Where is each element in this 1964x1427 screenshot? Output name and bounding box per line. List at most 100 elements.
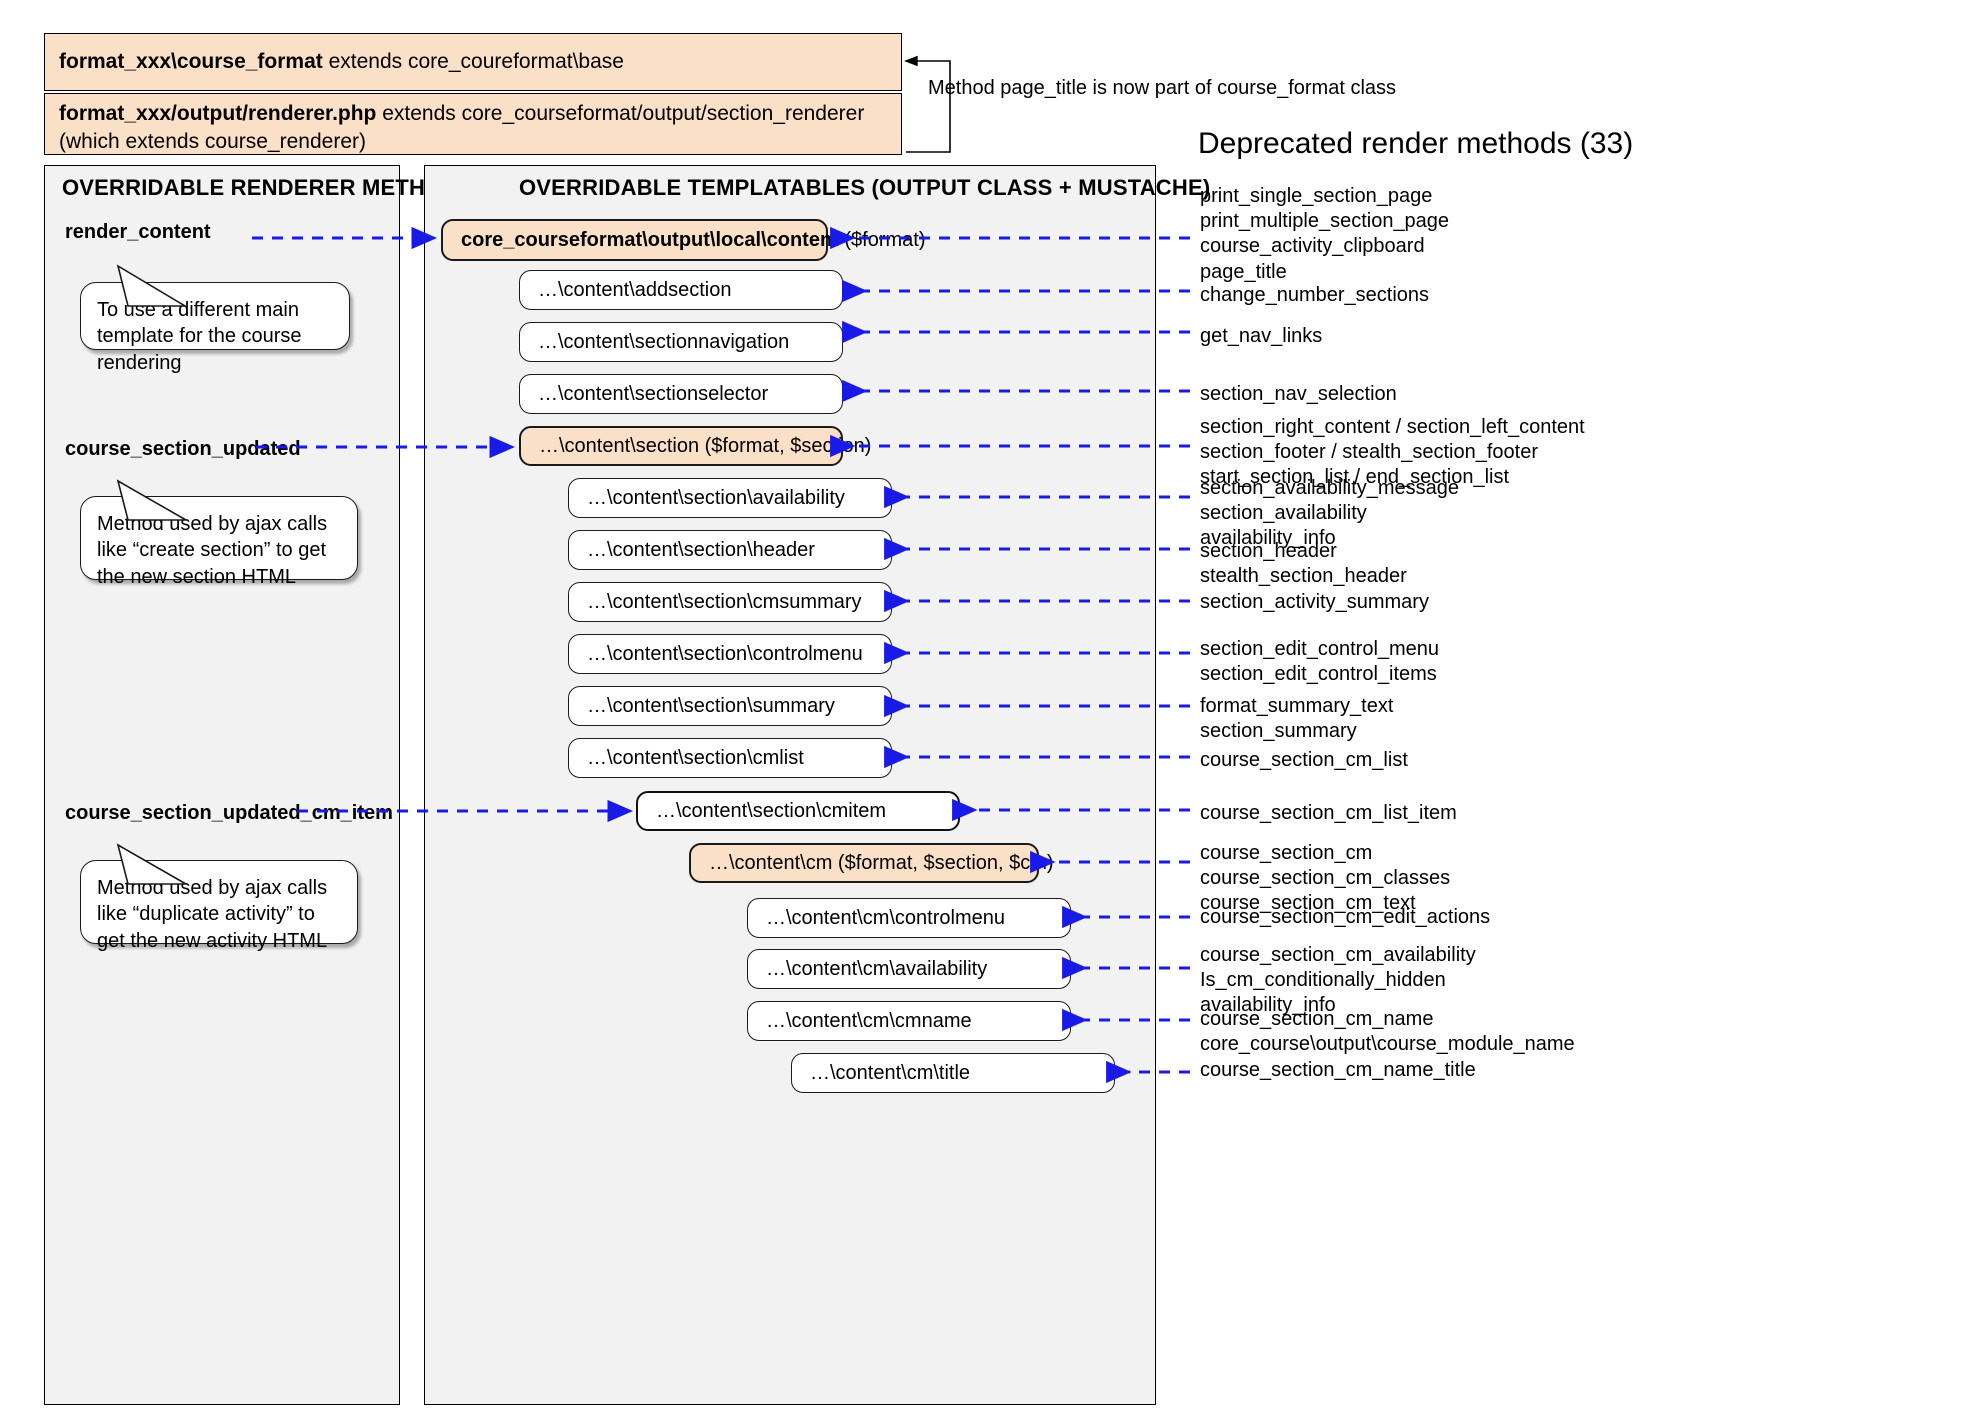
deprecated-14-line-0: course_section_cm_availability [1200, 944, 1476, 966]
deprecated-12-line-2: course_section_cm_text [1200, 892, 1416, 915]
callout-1-text: Method used by ajax calls like “create s… [97, 513, 328, 588]
templatable-cm-availability[interactable]: …\content\cm\availability [747, 949, 1071, 989]
panel-left-title: OVERRIDABLE RENDERER METHODS [62, 175, 474, 200]
deprecated-12-line-1: course_section_cm_classes [1200, 867, 1451, 890]
templatable-section-controlmenu[interactable]: …\content\section\controlmenu [568, 634, 892, 674]
templatable-12-label: …\content\cm ($format, $section, $cm) [709, 851, 1054, 874]
deprecated-4-line-2: start_section_list / end_section_list [1200, 466, 1510, 489]
deprecated-9-line-1: section_summary [1200, 720, 1357, 743]
deprecated-group-9: format_summary_text section_summary [1200, 694, 1393, 744]
templatable-section-cmlist[interactable]: …\content\section\cmlist [568, 738, 892, 778]
deprecated-0-line-1: print_multiple_section_page [1200, 210, 1450, 233]
templatable-section-availability[interactable]: …\content\section\availability [568, 478, 892, 518]
deprecated-group-11: course_section_cm_list_item [1200, 801, 1457, 826]
deprecated-group-10: course_section_cm_list [1200, 748, 1408, 773]
templatable-cm-controlmenu[interactable]: …\content\cm\controlmenu [747, 898, 1071, 938]
deprecated-16-line-0: course_section_cm_name_title [1200, 1059, 1476, 1081]
templatable-4-label: …\content\section ($format, $section) [539, 434, 872, 457]
header-box2-rest: extends core_courseformat/output/section… [59, 102, 865, 154]
templatable-cm[interactable]: …\content\cm ($format, $section, $cm) [689, 843, 1054, 883]
deprecated-group-13: course_section_cm_edit_actions [1200, 905, 1490, 930]
header-box1-bold: format_xxx\course_format [59, 49, 323, 73]
templatable-3-label: …\content\sectionselector [538, 382, 769, 405]
templatable-1-label: …\content\addsection [538, 278, 732, 301]
renderer-method-render-content[interactable]: render_content [65, 221, 211, 243]
templatable-7-label: …\content\section\cmsummary [587, 590, 862, 613]
deprecated-10-line-0: course_section_cm_list [1200, 749, 1408, 771]
header-box1-rest: extends core_coureformat\base [322, 49, 624, 73]
deprecated-2-line-0: get_nav_links [1200, 325, 1323, 347]
deprecated-12-line-0: course_section_cm [1200, 842, 1373, 864]
deprecated-0-line-0: print_single_section_page [1200, 185, 1433, 207]
templatable-6-label: …\content\section\header [587, 538, 815, 561]
deprecated-5-line-1: section_availability [1200, 502, 1367, 525]
deprecated-15-line-1: core_course\output\course_module_name [1200, 1033, 1575, 1056]
header-box-course-format: format_xxx\course_format extends core_co… [44, 33, 902, 91]
deprecated-5-line-2: availability_info [1200, 527, 1336, 550]
deprecated-group-14: course_section_cm_availability Is_cm_con… [1200, 943, 1476, 1019]
renderer-method-course-section-updated-cm-item[interactable]: course_section_updated_cm_item [65, 802, 393, 824]
callout-course-section-updated: Method used by ajax calls like “create s… [80, 496, 358, 588]
templatable-section-cmsummary[interactable]: …\content\section\cmsummary [568, 582, 892, 622]
deprecated-9-line-0: format_summary_text [1200, 695, 1394, 717]
panel-overridable-templatables [424, 165, 1156, 1405]
templatable-addsection[interactable]: …\content\addsection [519, 270, 843, 310]
header-box-renderer-php: format_xxx/output/renderer.php extends c… [44, 93, 902, 155]
deprecated-0-line-3: page_title [1200, 260, 1287, 283]
deprecated-group-4: section_right_content / section_left_con… [1200, 415, 1585, 491]
callout-2-text: Method used by ajax calls like “duplicat… [97, 877, 328, 952]
deprecated-group-5: section_availability_message section_ava… [1200, 476, 1459, 552]
deprecated-6-line-1: stealth_section_header [1200, 565, 1407, 588]
deprecated-5-line-0: section_availability_message [1200, 477, 1460, 499]
renderer-method-course-section-updated[interactable]: course_section_updated [65, 438, 301, 460]
panel-center-title: OVERRIDABLE TEMPLATABLES (OUTPUT CLASS +… [519, 175, 1211, 200]
templatable-sectionselector[interactable]: …\content\sectionselector [519, 374, 843, 414]
deprecated-group-8: section_edit_control_menu section_edit_c… [1200, 637, 1439, 687]
templatable-0-rest: ($format) [838, 228, 926, 251]
templatable-section[interactable]: …\content\section ($format, $section) [519, 426, 871, 466]
templatable-9-label: …\content\section\summary [587, 694, 835, 717]
deprecated-0-line-2: course_activity_clipboard [1200, 235, 1425, 258]
templatable-cm-title[interactable]: …\content\cm\title [791, 1053, 1115, 1093]
deprecated-13-line-0: course_section_cm_edit_actions [1200, 906, 1491, 928]
deprecated-14-line-2: availability_info [1200, 994, 1336, 1017]
deprecated-group-2: get_nav_links [1200, 324, 1322, 349]
callout-course-section-updated-cm-item: Method used by ajax calls like “duplicat… [80, 860, 358, 952]
templatable-16-label: …\content\cm\title [810, 1061, 971, 1084]
templatable-5-label: …\content\section\availability [587, 486, 845, 509]
deprecated-group-15: course_section_cm_name core_course\outpu… [1200, 1007, 1575, 1057]
header-bracket-connector [904, 55, 951, 153]
templatable-13-label: …\content\cm\controlmenu [766, 906, 1005, 929]
templatable-cm-cmname[interactable]: …\content\cm\cmname [747, 1001, 1071, 1041]
deprecated-8-line-1: section_edit_control_items [1200, 663, 1437, 686]
deprecated-group-12: course_section_cm course_section_cm_clas… [1200, 841, 1450, 917]
deprecated-1-line-0: change_number_sections [1200, 284, 1430, 306]
templatable-11-label: …\content\section\cmitem [656, 799, 887, 822]
deprecated-8-line-0: section_edit_control_menu [1200, 638, 1440, 660]
deprecated-14-line-1: Is_cm_conditionally_hidden [1200, 969, 1446, 992]
deprecated-group-1: change_number_sections [1200, 283, 1429, 308]
templatable-2-label: …\content\sectionnavigation [538, 330, 790, 353]
templatable-10-label: …\content\section\cmlist [587, 746, 804, 769]
templatable-sectionnavigation[interactable]: …\content\sectionnavigation [519, 322, 843, 362]
templatable-section-summary[interactable]: …\content\section\summary [568, 686, 892, 726]
templatable-content[interactable]: core_courseformat\output\local\content (… [441, 219, 926, 261]
templatable-14-label: …\content\cm\availability [766, 957, 988, 980]
deprecated-11-line-0: course_section_cm_list_item [1200, 802, 1457, 824]
panel-overridable-renderer-methods [44, 165, 400, 1405]
deprecated-group-6: section_header stealth_section_header [1200, 539, 1407, 589]
deprecated-render-methods-title: Deprecated render methods (33) [1198, 127, 1634, 160]
deprecated-group-7: section_activity_summary [1200, 590, 1429, 615]
templatable-section-cmitem[interactable]: …\content\section\cmitem [636, 791, 960, 831]
templatable-15-label: …\content\cm\cmname [766, 1009, 972, 1032]
templatable-0-bold: core_courseformat\output\local\content [461, 228, 839, 251]
deprecated-group-0: print_single_section_page print_multiple… [1200, 184, 1449, 285]
deprecated-group-16: course_section_cm_name_title [1200, 1058, 1476, 1083]
page-title-note: Method page_title is now part of course_… [928, 77, 1397, 99]
header-box2-bold: format_xxx/output/renderer.php [59, 102, 377, 125]
deprecated-7-line-0: section_activity_summary [1200, 591, 1429, 613]
templatable-8-label: …\content\section\controlmenu [587, 642, 863, 665]
templatable-section-header[interactable]: …\content\section\header [568, 530, 892, 570]
deprecated-4-line-0: section_right_content / section_left_con… [1200, 416, 1585, 438]
deprecated-3-line-0: section_nav_selection [1200, 383, 1397, 405]
